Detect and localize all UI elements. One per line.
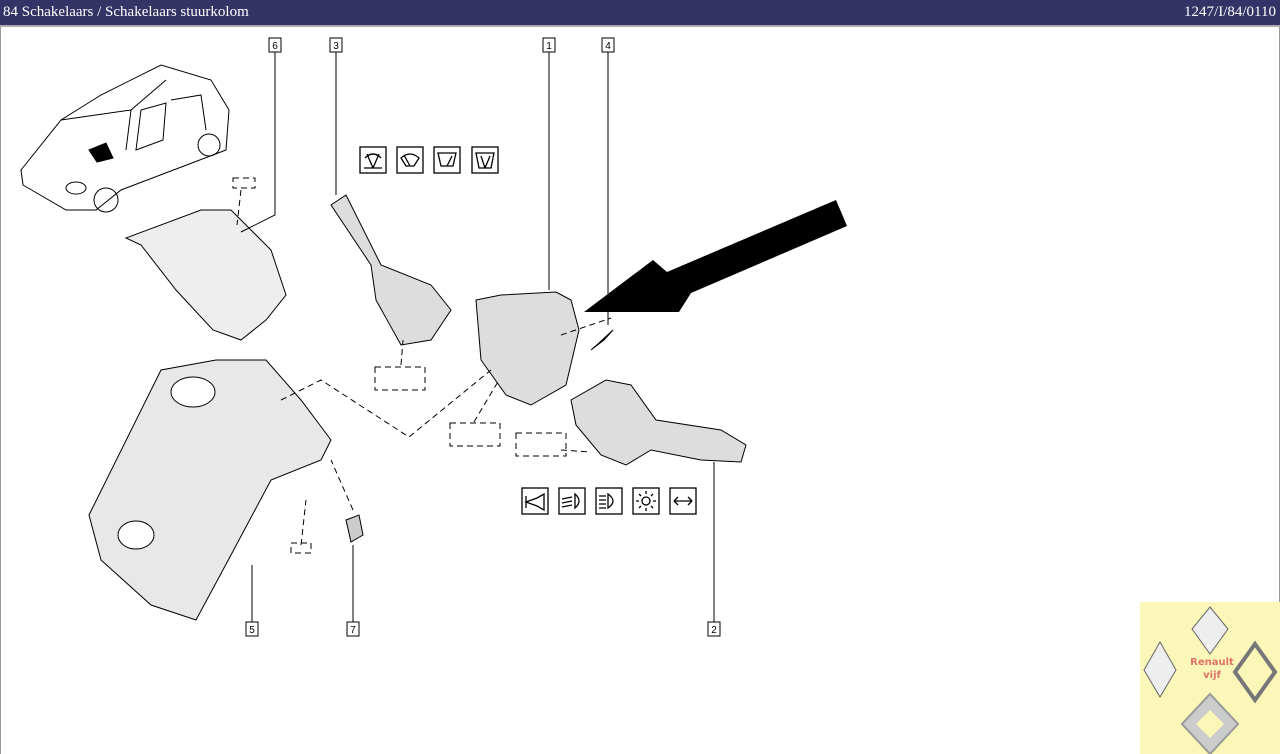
part-7-clip xyxy=(345,514,364,543)
page-title: 84 Schakelaars / Schakelaars stuurkolom xyxy=(3,4,249,20)
pointer-arrow xyxy=(584,200,847,312)
callout-label: 4 xyxy=(605,41,611,52)
callout-label: 3 xyxy=(333,41,339,52)
part-5-lower-shroud xyxy=(88,359,332,621)
parts-diagram: 6 3 1 4 5 7 2 xyxy=(20,37,847,637)
low-beam-icon xyxy=(558,487,586,515)
car-illustration xyxy=(20,64,230,213)
horn-icon xyxy=(521,487,549,515)
callout-2 xyxy=(707,621,721,637)
logo-line1: Renault xyxy=(1190,657,1234,668)
high-beam-icon xyxy=(595,487,623,515)
part-4-screw xyxy=(590,329,614,351)
callout-label: 6 xyxy=(272,41,278,52)
part-6-upper-shroud xyxy=(124,209,287,341)
part-1-switch-body xyxy=(475,291,580,406)
renault-diamond-logos xyxy=(1143,606,1278,754)
callout-6 xyxy=(268,37,282,53)
wiper-fast-icon xyxy=(396,146,424,174)
logo-line2: vijf xyxy=(1203,670,1221,681)
callout-3 xyxy=(329,37,343,53)
indicator-icon xyxy=(669,487,697,515)
callout-label: 5 xyxy=(249,625,255,636)
callout-5 xyxy=(245,621,259,637)
part-2-light-switch xyxy=(570,379,747,466)
side-light-icon xyxy=(632,487,660,515)
wiper-rear-icon xyxy=(433,146,461,174)
diagram-area: 6 3 1 4 5 7 2 xyxy=(0,27,1280,754)
callout-label: 2 xyxy=(711,625,717,636)
renault-vijf-logo: Renault vijf xyxy=(1140,602,1280,754)
part-3-wiper-switch xyxy=(330,194,452,346)
callout-7 xyxy=(346,621,360,637)
diagram-code: 1247/I/84/0110 xyxy=(1184,4,1276,20)
callout-label: 1 xyxy=(546,41,552,52)
callout-1 xyxy=(542,37,556,53)
callout-label: 7 xyxy=(350,625,356,636)
title-bar: 84 Schakelaars / Schakelaars stuurkolom … xyxy=(0,0,1280,27)
wiper-intermittent-icon xyxy=(359,146,387,174)
callout-4 xyxy=(601,37,615,53)
washer-icon xyxy=(471,146,499,174)
